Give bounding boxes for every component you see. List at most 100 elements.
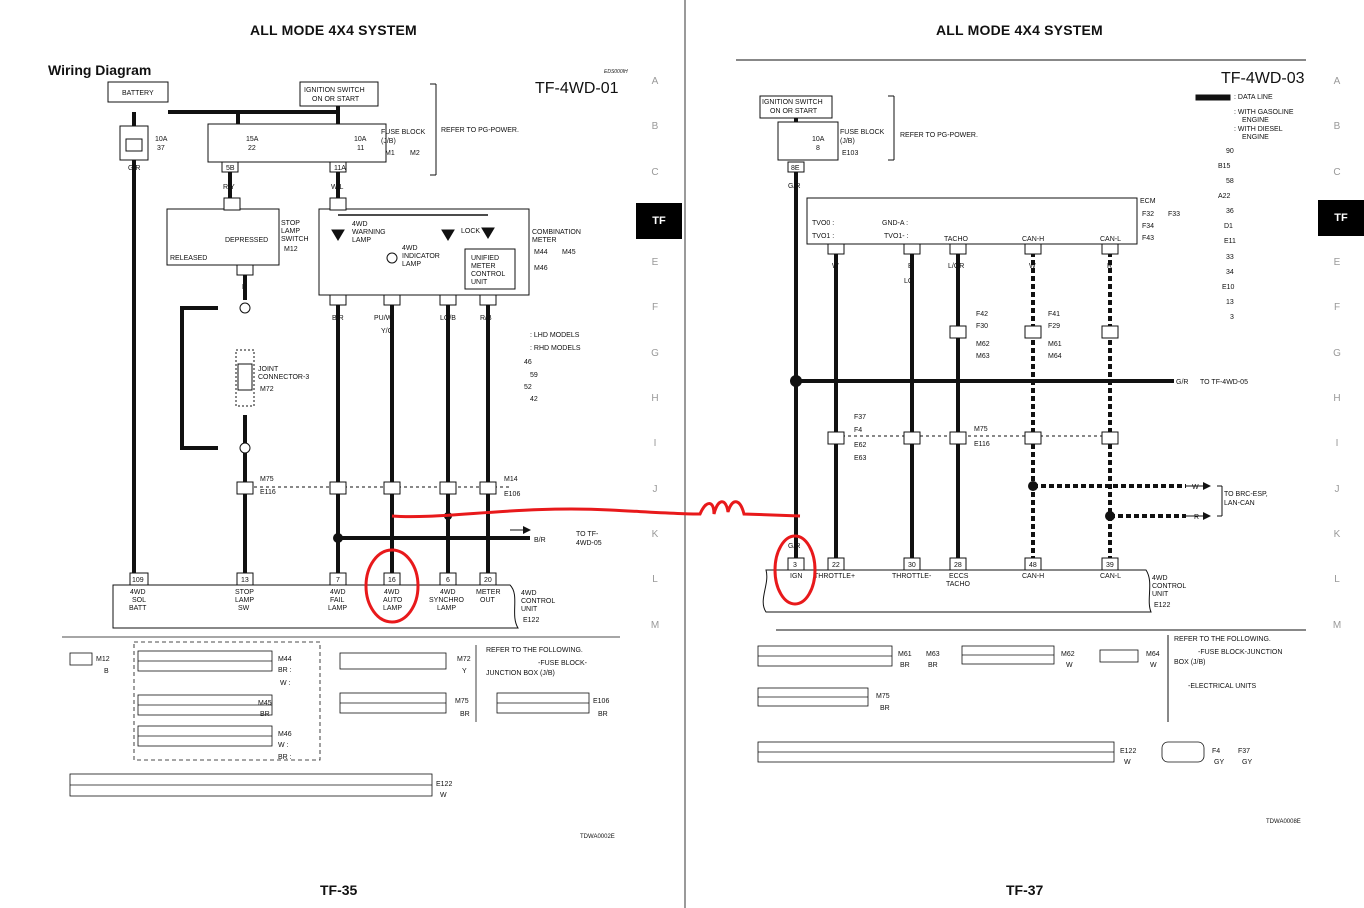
conn-label: E106 bbox=[504, 491, 520, 498]
wire-color: B/R bbox=[332, 315, 344, 322]
pin-color: W : bbox=[278, 742, 289, 749]
conn-label: E116 bbox=[974, 441, 990, 448]
conn-label: M72 bbox=[457, 656, 471, 663]
pin-label: SOL bbox=[132, 597, 146, 604]
pin-color: W : bbox=[280, 680, 291, 687]
right-image-id: TDWA0008E bbox=[1266, 819, 1301, 825]
conn-label: M12 bbox=[96, 656, 110, 663]
pin-num: 11A bbox=[334, 165, 346, 172]
right-page: ALL MODE 4X4 SYSTEM TF-4WD-03 TF-37 TDWA… bbox=[686, 0, 1364, 908]
pin-num: 39 bbox=[1106, 562, 1114, 569]
conn-label: M2 bbox=[410, 150, 420, 157]
right-tf-tab[interactable]: TF bbox=[1318, 200, 1364, 236]
conn-label: E106 bbox=[593, 698, 609, 705]
pin-label: 4WD bbox=[130, 589, 146, 596]
refer-label: -ELECTRICAL UNITS bbox=[1188, 683, 1257, 690]
fuse-block-label-2: (J/B) bbox=[381, 138, 396, 145]
refer-label: -FUSE BLOCK- bbox=[538, 660, 588, 667]
left-tf-tab[interactable]: TF bbox=[636, 203, 682, 239]
wire-color: W bbox=[1192, 484, 1199, 491]
pin-num: 109 bbox=[132, 577, 144, 584]
to-label: LAN-CAN bbox=[1224, 500, 1255, 507]
fuse-block-label-2: (J/B) bbox=[840, 138, 855, 145]
conn-label: M46 bbox=[278, 731, 292, 738]
pin-color: BR bbox=[460, 711, 470, 718]
pin-num: 20 bbox=[484, 577, 492, 584]
conn-label: M64 bbox=[1048, 353, 1062, 360]
conn-label: M61 bbox=[1048, 341, 1062, 348]
ind-label: INDICATOR bbox=[402, 253, 440, 260]
side-letter: C bbox=[1333, 166, 1341, 178]
pin-label: LAMP bbox=[383, 605, 402, 612]
conn-label: M46 bbox=[534, 265, 548, 272]
ecm-label: ECM bbox=[1140, 198, 1156, 205]
conn-label: F37 bbox=[854, 414, 866, 421]
pin-num: 13 bbox=[241, 577, 249, 584]
pin-label: LAMP bbox=[235, 597, 254, 604]
fuse-label: 10A bbox=[354, 136, 367, 143]
conn-label: F29 bbox=[1048, 323, 1060, 330]
conn-label: E63 bbox=[854, 455, 867, 462]
refer-label: -FUSE BLOCK-JUNCTION bbox=[1198, 649, 1282, 656]
key-num: 52 bbox=[524, 384, 532, 391]
ecu-label: 4WD bbox=[1152, 575, 1168, 582]
ecm-pin-label: TVO1 : bbox=[812, 233, 834, 240]
fuse-label: 10A bbox=[155, 136, 168, 143]
key-num: 34 bbox=[1226, 269, 1234, 276]
wire-color: R/B bbox=[480, 315, 492, 322]
stop-label: SWITCH bbox=[281, 236, 309, 243]
to-label: TO TF-4WD-05 bbox=[1200, 379, 1248, 386]
ign-label-2: ON OR START bbox=[312, 96, 360, 103]
side-letter: F bbox=[1333, 302, 1341, 314]
wire-color: G/R bbox=[788, 543, 800, 550]
pin-color: W bbox=[1124, 759, 1131, 766]
side-letter: M bbox=[1332, 619, 1342, 631]
conn-label: F30 bbox=[976, 323, 988, 330]
pin-color: W bbox=[1066, 662, 1073, 669]
pin-color: BR bbox=[598, 711, 608, 718]
pin-label: 4WD bbox=[384, 589, 400, 596]
pin-label: LAMP bbox=[328, 605, 347, 612]
conn-label: E116 bbox=[260, 489, 276, 496]
right-diagram-code: TF-4WD-03 bbox=[1221, 70, 1305, 87]
conn-label: M62 bbox=[1061, 651, 1075, 658]
left-wiring-diagram: BATTERY IGNITION SWITCH ON OR START 10A … bbox=[62, 81, 620, 799]
key-num: 90 bbox=[1226, 148, 1234, 155]
key-num: 59 bbox=[530, 372, 538, 379]
wire-color: G/R bbox=[128, 165, 140, 172]
refer-label: BOX (J/B) bbox=[1174, 659, 1206, 666]
ind-label: LAMP bbox=[402, 261, 421, 268]
conn-label: F32 bbox=[1142, 211, 1154, 218]
pin-label: 4WD bbox=[440, 589, 456, 596]
key-num: A22 bbox=[1218, 193, 1231, 200]
pin-label: THROTTLE+ bbox=[814, 573, 855, 580]
wire-color: W/L bbox=[331, 184, 344, 191]
umc-label: CONTROL bbox=[471, 271, 505, 278]
conn-label: F4 bbox=[1212, 748, 1220, 755]
key-label: : DATA LINE bbox=[1234, 94, 1273, 101]
pin-label: BATT bbox=[129, 605, 147, 612]
to-label: TO BRC-ESP, bbox=[1224, 491, 1268, 498]
jc-label: JOINT bbox=[258, 366, 279, 373]
pin-color: GY bbox=[1242, 759, 1252, 766]
key-num: 13 bbox=[1226, 299, 1234, 306]
left-section-title: Wiring Diagram bbox=[48, 62, 152, 78]
wire-color: LG/B bbox=[440, 315, 456, 322]
ecm-pin-label: CAN-L bbox=[1100, 236, 1121, 243]
to-label: TO TF- bbox=[576, 531, 599, 538]
refer-label: REFER TO PG-POWER. bbox=[441, 127, 519, 134]
conn-label: M75 bbox=[260, 476, 274, 483]
umc-label: METER bbox=[471, 263, 496, 270]
ecu-label: CONTROL bbox=[1152, 583, 1186, 590]
pin-color: W bbox=[1150, 662, 1157, 669]
ecu-label: UNIT bbox=[521, 606, 538, 613]
pin-color: BR bbox=[928, 662, 938, 669]
key-label: : LHD MODELS bbox=[530, 332, 580, 339]
pin-num: 5B bbox=[226, 165, 235, 172]
wire-color: G/R bbox=[788, 183, 800, 190]
switch-state: DEPRESSED bbox=[225, 237, 268, 244]
conn-label: M14 bbox=[504, 476, 518, 483]
comb-label: METER bbox=[532, 237, 557, 244]
pin-label: AUTO bbox=[383, 597, 403, 604]
ign-label: IGNITION SWITCH bbox=[762, 99, 823, 106]
